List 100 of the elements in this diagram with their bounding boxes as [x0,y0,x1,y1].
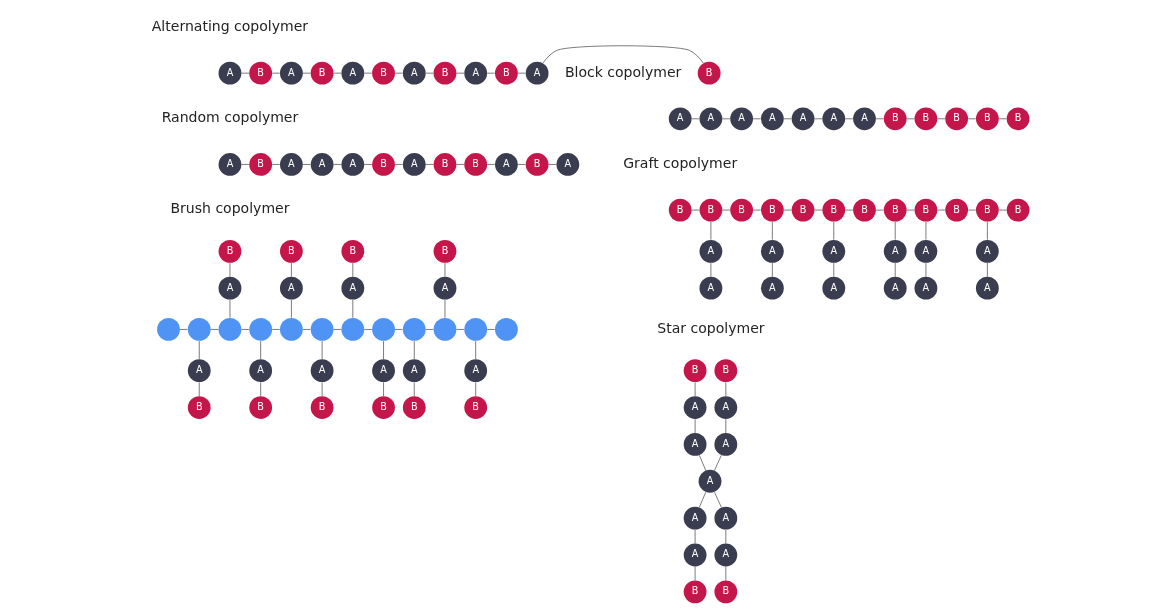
node-circle: B [713,359,737,383]
node-circle: A [555,153,579,176]
node-circle: A [402,153,426,176]
connector [198,340,200,360]
node-circle: B [697,61,721,85]
node-circle [402,318,426,341]
connector [209,329,219,330]
connector [542,45,704,64]
connector [382,381,384,397]
connector [547,164,556,165]
node-circle: A [340,153,364,176]
node-circle: B [248,61,272,85]
connector [259,381,261,397]
node-circle: A [371,359,395,383]
node-circle: A [760,276,784,300]
node-circle: B [883,107,907,131]
connector [363,329,372,330]
node-circle: B [1006,107,1029,131]
connector [771,262,773,277]
connector [271,164,280,165]
connector [752,118,761,120]
node-circle [310,318,333,341]
connector [710,221,711,241]
node-circle [494,318,518,341]
node-circle: A [525,61,549,85]
node-circle [371,318,395,341]
connector [694,381,695,397]
connector [771,221,773,241]
node-circle: A [914,239,937,263]
connector [694,529,695,544]
connector [229,299,230,319]
node-circle: A [433,276,456,300]
connector [690,118,700,120]
connector [894,221,896,241]
node-circle: B [975,198,999,222]
connector [713,454,722,471]
node-circle: A [883,239,907,263]
connector [698,491,706,508]
node-circle: B [683,359,706,383]
node-circle [279,318,303,341]
node-circle: B [248,396,272,419]
node-circle: B [914,107,937,131]
node-circle: A [975,276,999,300]
connector [382,340,384,360]
connector [302,329,311,330]
node-circle: B [371,153,395,176]
connector [713,491,722,508]
node-circle: A [402,359,426,383]
node-circle: B [852,198,876,222]
node-circle: A [279,276,303,300]
node-circle: B [494,61,518,85]
label: Block copolymer [564,63,681,80]
node-circle [187,318,211,341]
node-circle: A [713,506,737,530]
connector [783,118,792,120]
label: Random copolymer [161,109,298,126]
node-circle: A [494,153,518,176]
node-circle: B [713,580,737,604]
node-circle: B [821,198,845,222]
node-circle: B [402,396,426,419]
node-circle: A [683,396,706,419]
connector [721,118,730,120]
node-circle: A [310,359,333,383]
connector [455,329,464,330]
node-circle: A [310,153,333,176]
connector [229,262,230,277]
node-circle [156,318,180,341]
node-circle: A [698,469,721,493]
connector [321,381,322,397]
connector [198,381,200,397]
node-circle: B [914,198,937,222]
connector [698,454,706,471]
node-circle: B [340,239,364,263]
connector [694,418,695,434]
connector [332,72,341,74]
node-circle [218,318,241,341]
node-circle: A [852,107,876,131]
node-circle: B [683,580,706,604]
connector [894,262,896,277]
node-circle: B [944,107,968,131]
node-circle: A [187,359,211,383]
connector [986,262,988,277]
connector [486,329,495,330]
connector [844,118,853,120]
node-circle: A [218,153,241,176]
connector [332,164,341,165]
connector [474,340,476,360]
node-circle: A [218,276,241,300]
label: Alternating copolymer [151,17,308,34]
node-circle: A [463,61,487,85]
node-circle: B [371,396,395,419]
node-circle: A [914,276,937,300]
node-circle: A [760,239,784,263]
connector [925,262,926,277]
label: Graft copolymer [622,154,737,171]
node-circle: A [975,239,999,263]
node-circle: B [310,396,333,419]
connector [302,164,311,165]
node-circle: B [433,239,456,263]
node-circle: A [713,543,737,567]
